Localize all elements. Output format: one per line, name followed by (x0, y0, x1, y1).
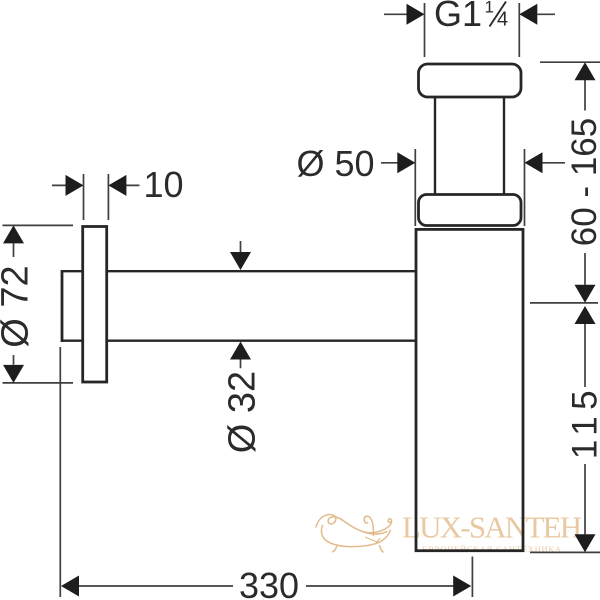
svg-text:ЕВРОПЕЙСКАЯ САНТЕХНИКА: ЕВРОПЕЙСКАЯ САНТЕХНИКА (422, 544, 562, 554)
svg-text:115: 115 (566, 384, 600, 459)
svg-text:Ø 50: Ø 50 (297, 143, 375, 184)
svg-text:330: 330 (239, 565, 299, 600)
svg-text:LUX-SANTEH: LUX-SANTEH (402, 510, 582, 545)
svg-text:10: 10 (144, 164, 184, 205)
svg-text:Ø 72: Ø 72 (0, 265, 37, 347)
svg-text:60 - 165: 60 - 165 (565, 118, 600, 246)
svg-text:G1: G1 (434, 0, 482, 34)
svg-text:Ø 32: Ø 32 (222, 371, 264, 453)
svg-text:1: 1 (485, 0, 494, 17)
svg-text:4: 4 (497, 9, 508, 31)
